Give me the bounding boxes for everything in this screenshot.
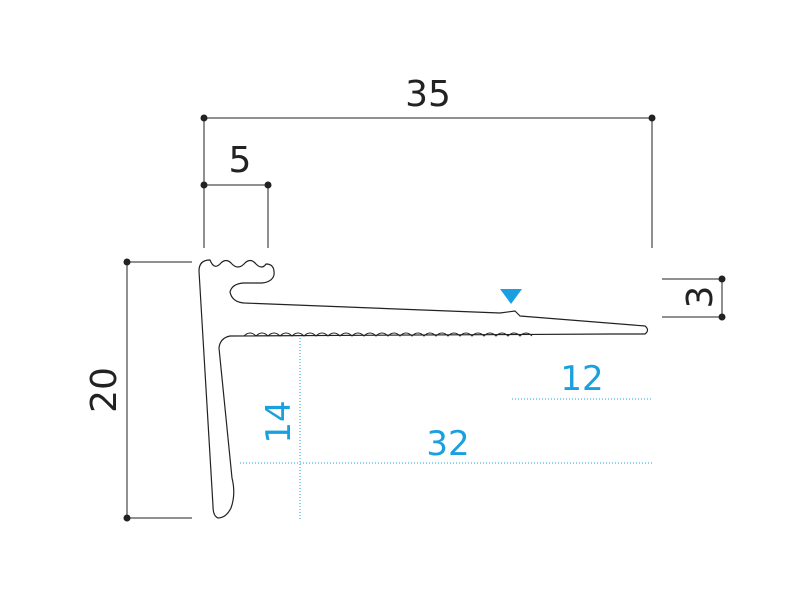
- depth-label-lower: 32: [426, 424, 469, 464]
- profile-outline: [198, 259, 649, 519]
- dimension-step-height: [662, 278, 723, 318]
- dimension-dot: [200, 181, 208, 189]
- dimension-dot: [648, 114, 656, 122]
- serration: [243, 332, 533, 337]
- dimension-dot: [200, 114, 208, 122]
- dimension-overall-width: [203, 117, 653, 248]
- triangle-down-icon: [500, 289, 522, 304]
- depth-label-upper: 12: [560, 359, 603, 399]
- dimension-dot: [264, 181, 272, 189]
- lip-width-label: 5: [229, 140, 252, 181]
- dimension-dot: [718, 275, 726, 283]
- dimension-dot: [718, 313, 726, 321]
- dimension-overall-height: [126, 261, 192, 519]
- guide-lines: [240, 338, 652, 520]
- overall-width-label: 35: [405, 74, 451, 115]
- overall-height-label: 20: [84, 367, 125, 413]
- dimension-lip-width: [204, 184, 269, 248]
- step-height-label: 3: [680, 286, 721, 309]
- dimension-dot: [123, 514, 131, 522]
- serration-row: [243, 332, 533, 337]
- depth-label-vertical: 14: [259, 400, 299, 443]
- dimension-dot: [123, 258, 131, 266]
